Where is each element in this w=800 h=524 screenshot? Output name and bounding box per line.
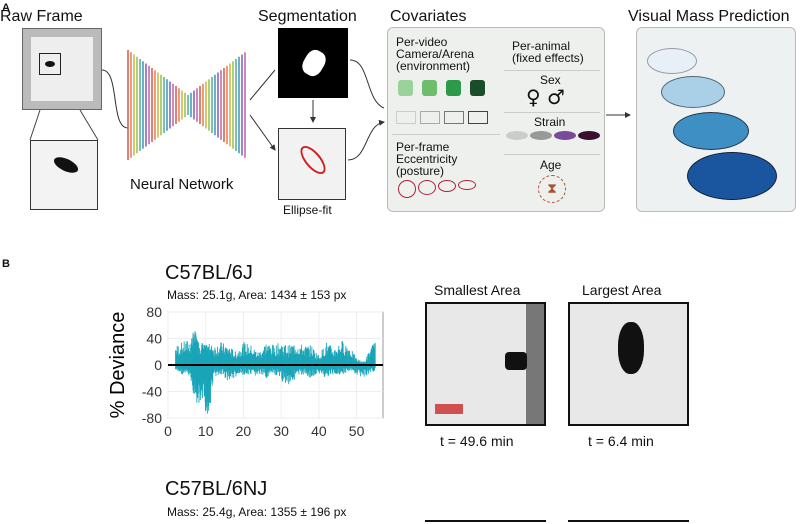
ellipse-fit-image (278, 128, 346, 200)
panel-b-label: B (2, 258, 10, 270)
y-tick-label: 80 (146, 304, 162, 320)
y-axis-label: % Deviance (107, 312, 129, 419)
mouse-icon (687, 152, 777, 200)
hourglass-icon: ⧗ (538, 175, 566, 203)
y-tick-label: 40 (146, 331, 162, 347)
sex-symbols: ♀ ♂ (526, 85, 565, 109)
per-frame-line: Eccentricity (396, 152, 458, 166)
age-label: Age (540, 158, 562, 172)
mouse-icon (661, 76, 725, 108)
panel-a-connectors (29, 50, 631, 161)
mouse-icon (647, 48, 697, 74)
strain1-stats: Mass: 25.1g, Area: 1434 ± 153 px (167, 288, 347, 302)
raw-frame-image (22, 28, 102, 110)
per-animal-line: Per-animal (512, 39, 571, 53)
covariates-title: Covariates (390, 8, 467, 25)
x-tick-label: 30 (273, 423, 289, 439)
panel-a-label: A (2, 2, 10, 14)
ellipse-fit-label: Ellipse-fit (283, 203, 332, 217)
largest-area-title: Largest Area (582, 282, 662, 298)
per-video-line: Camera/Arena (396, 47, 475, 61)
per-video-line: Per-video (396, 35, 448, 49)
smallest-area-time: t = 49.6 min (440, 433, 514, 449)
x-tick-label: 40 (311, 423, 327, 439)
smallest-area-image (425, 302, 546, 426)
strain-label: Strain (534, 115, 566, 129)
mass-prediction-box (636, 27, 796, 212)
per-animal-line: (fixed effects) (512, 51, 584, 65)
y-tick-label: 0 (154, 357, 162, 373)
smallest-area-title: Smallest Area (434, 282, 521, 298)
per-frame-line: (posture) (396, 164, 445, 178)
y-tick-label: -40 (142, 384, 162, 400)
x-tick-label: 10 (198, 423, 214, 439)
neural-network-icon (127, 50, 246, 160)
raw-frame-zoom (30, 140, 98, 210)
raw-frame-title: Raw Frame (0, 8, 83, 25)
segmentation-title: Segmentation (258, 8, 357, 25)
camera-icons (398, 80, 485, 96)
per-frame-line: Per-frame (396, 140, 450, 154)
x-tick-label: 0 (164, 423, 172, 439)
strain1-name: C57BL/6J (165, 262, 253, 284)
largest-area-image (568, 302, 689, 426)
x-tick-label: 50 (349, 423, 365, 439)
strain-mouse-icons (506, 131, 600, 140)
mouse-icon (673, 112, 749, 150)
covariates-box: Per-video Camera/Arena (environment) Per… (387, 27, 605, 212)
strain2-smallest-frame-top (425, 520, 546, 522)
strain2-name: C57BL/6NJ (165, 478, 268, 500)
y-tick-label: -80 (142, 410, 162, 426)
strain2-largest-frame-top (568, 520, 689, 522)
eccentricity-icons (398, 180, 476, 198)
arena-icons (396, 111, 488, 124)
strain2-stats: Mass: 25.4g, Area: 1355 ± 196 px (167, 505, 347, 519)
segmentation-mask (278, 28, 348, 98)
x-tick-label: 20 (236, 423, 252, 439)
sex-label: Sex (540, 73, 561, 87)
neural-network-label: Neural Network (130, 176, 234, 193)
per-video-line: (environment) (396, 59, 471, 73)
visual-mass-prediction-title: Visual Mass Prediction (628, 8, 790, 25)
largest-area-time: t = 6.4 min (588, 433, 654, 449)
